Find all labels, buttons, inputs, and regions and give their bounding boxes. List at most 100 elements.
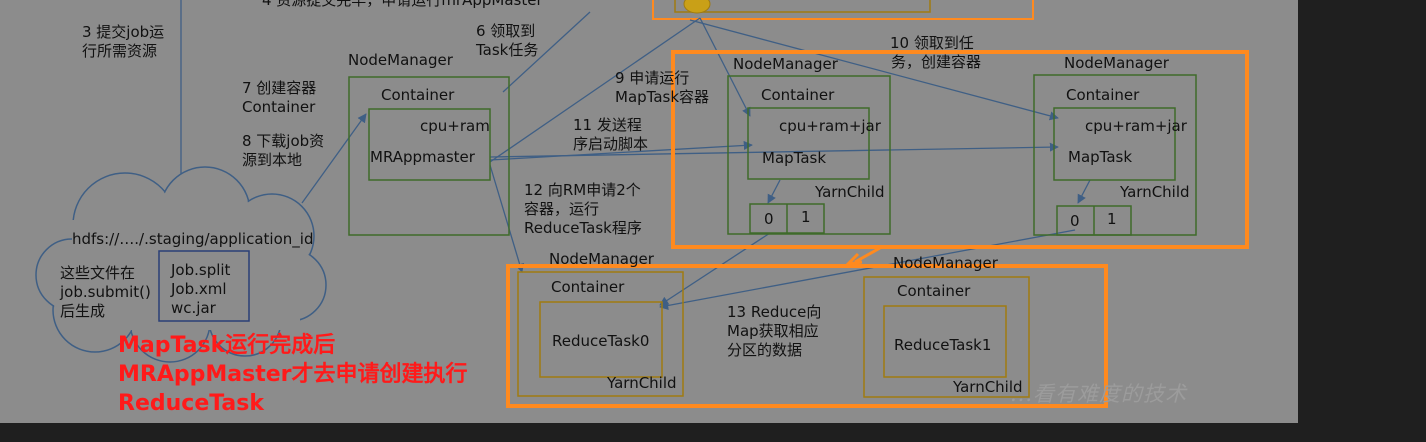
nodemanager-appmaster-box (348, 76, 510, 236)
step8-line2: 源到本地 (242, 151, 303, 169)
reduce-tasks-highlight (506, 264, 1108, 408)
step7-line2: Container (242, 98, 316, 116)
map2-resource-label: cpu+ram+jar (1085, 117, 1187, 135)
step11-line2: 序启动脚本 (573, 135, 649, 153)
reduce0-container-title: Container (551, 278, 625, 296)
nodemanager-reduce0-title: NodeManager (549, 250, 654, 268)
file-job-xml: Job.xml (171, 280, 227, 298)
hdfs-note-line2: job.submit() (60, 283, 151, 301)
reduce1-outer-box (863, 276, 1030, 398)
hdfs-path: hdfs://…./.staging/application_id (72, 230, 314, 248)
note-line1: MapTask运行完成后 (118, 333, 336, 358)
arrow-step6 (502, 11, 591, 93)
arrows (176, 0, 1091, 310)
hdfs-note-line3: 后生成 (60, 302, 106, 320)
resource-manager-box (652, 0, 1034, 20)
nodemanager-appmaster-title: NodeManager (348, 51, 453, 69)
step3-line2: 行所需资源 (82, 42, 158, 60)
step13-label: 13 Reduce向 Map获取相应 分区的数据 (727, 303, 821, 360)
step12-label: 12 向RM申请2个 容器，运行 ReduceTask程序 (524, 181, 642, 238)
step11-label: 11 发送程 序启动脚本 (573, 116, 648, 154)
map1-yarnchild-label: YarnChild (815, 183, 885, 201)
step3-label: 3 提交job运 行所需资源 (82, 23, 164, 61)
reduce-timing-note: MapTask运行完成后 MRAppMaster才去申请创建执行 ReduceT… (118, 331, 467, 418)
appmaster-resource-label: cpu+ram (420, 117, 490, 135)
arrow-step11-to-maptask2 (489, 142, 1059, 158)
step12-line1: 12 向RM申请2个 (524, 181, 641, 199)
step8-label: 8 下载job资 源到本地 (242, 132, 324, 170)
map2-partition-0: 0 (1070, 212, 1080, 230)
nodemanager-map1-box (727, 75, 891, 235)
step11-line1: 11 发送程 (573, 116, 642, 134)
hdfs-file-list: Job.split Job.xml wc.jar (171, 261, 230, 318)
reduce1-inner-box (883, 305, 1007, 378)
step6-line1: 6 领取到 (476, 22, 536, 40)
step9-line1: 9 申请运行 (615, 69, 690, 87)
map1-container-box (747, 107, 870, 180)
arrow-maptask2-to-partition (1077, 179, 1091, 204)
reduce0-inner-box (539, 301, 663, 378)
arrow-to-rm-1 (489, 17, 701, 163)
arrow-step7-to-container (301, 113, 367, 204)
appmaster-container-box (368, 108, 491, 181)
reduce0-outer-box (517, 271, 684, 397)
step13-line2: Map获取相应 (727, 322, 819, 340)
mrappmaster-label: MRAppmaster (370, 148, 475, 166)
arrow-maptask1-to-partition (767, 179, 781, 204)
step7-label: 7 创建容器 Container (242, 79, 316, 117)
map1-resource-label: cpu+ram+jar (779, 117, 881, 135)
step6-label: 6 领取到 Task任务 (476, 22, 538, 60)
file-job-split: Job.split (171, 261, 231, 279)
step10-line1: 10 领取到任 (890, 34, 974, 52)
hdfs-note-line1: 这些文件在 (60, 264, 136, 282)
note-line2: MRAppMaster才去申请创建执行 (118, 362, 468, 387)
arrow-step12 (489, 164, 525, 273)
hdfs-files-box (158, 250, 250, 322)
step7-line1: 7 创建容器 (242, 79, 317, 97)
map2-container-box (1053, 107, 1176, 181)
map1-partition-0: 0 (764, 210, 774, 228)
reduce1-yarnchild-label: YarnChild (953, 378, 1023, 396)
map2-container-title: Container (1066, 86, 1140, 104)
map1-container-title: Container (761, 86, 835, 104)
arrow-step11-to-maptask1 (489, 140, 753, 161)
nodemanager-map2-title: NodeManager (1064, 54, 1169, 72)
reduce-task-1-label: ReduceTask1 (894, 336, 992, 354)
arrow-partition2-to-reduce0 (659, 229, 1076, 310)
map2-yarnchild-label: YarnChild (1120, 183, 1190, 201)
reduce-task-0-label: ReduceTask0 (552, 332, 650, 350)
step13-line3: 分区的数据 (727, 341, 803, 359)
hdfs-cloud-fill (37, 168, 325, 361)
arrow-rm-to-nm2 (689, 19, 1059, 121)
reduce0-yarnchild-label: YarnChild (607, 374, 677, 392)
step9-label: 9 申请运行 MapTask容器 (615, 69, 709, 107)
step8-line1: 8 下载job资 (242, 132, 325, 150)
step12-line2: 容器，运行 (524, 200, 600, 218)
slide: 3 提交job运 行所需资源 4 资源提交完毕，申请运行mrAppMaster … (0, 0, 1298, 423)
step3-line1: 3 提交job运 (82, 23, 165, 41)
step6-line2: Task任务 (476, 41, 539, 59)
reduce1-container-title: Container (897, 282, 971, 300)
nodemanager-reduce1-title: NodeManager (893, 254, 998, 272)
map1-task-label: MapTask (762, 149, 827, 167)
diagram-canvas (35, 0, 1249, 408)
arrow-rm-to-nm1 (699, 17, 751, 117)
step12-line3: ReduceTask程序 (524, 219, 642, 237)
step10-label: 10 领取到任 务，创建容器 (890, 34, 981, 72)
note-line3: ReduceTask (118, 391, 264, 416)
map2-partition-1: 1 (1107, 210, 1117, 228)
file-wc-jar: wc.jar (171, 299, 216, 317)
step4-label: 4 资源提交完毕，申请运行mrAppMaster (262, 0, 543, 9)
step9-line2: MapTask容器 (615, 88, 710, 106)
hdfs-note: 这些文件在 job.submit() 后生成 (60, 264, 151, 321)
map-tasks-highlight (671, 50, 1249, 249)
nodemanager-map1-title: NodeManager (733, 55, 838, 73)
watermark: ...看有难度的技术 (1010, 382, 1188, 406)
appmaster-container-title: Container (381, 86, 455, 104)
arrow-partition1-to-reduce0 (659, 232, 771, 306)
step10-line2: 务，创建容器 (891, 53, 982, 71)
highlight-connector (843, 246, 881, 267)
map1-partition-1: 1 (801, 208, 811, 226)
map2-task-label: MapTask (1068, 148, 1133, 166)
step13-line1: 13 Reduce向 (727, 303, 822, 321)
